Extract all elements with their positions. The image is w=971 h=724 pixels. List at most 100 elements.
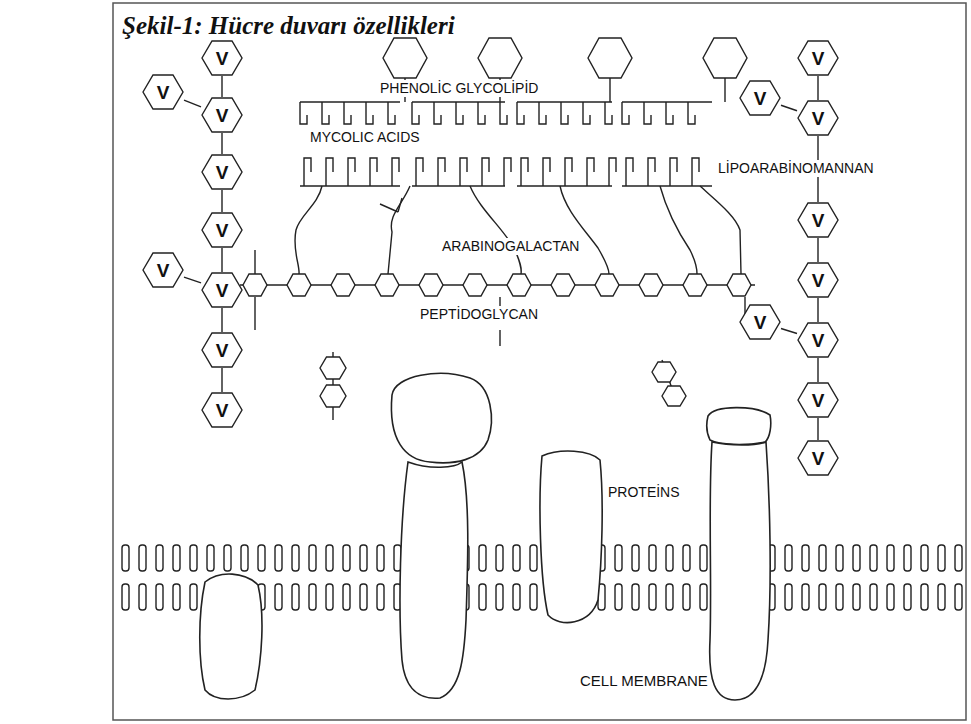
- lipid-head: [326, 545, 333, 571]
- glycosidic-link: [817, 238, 818, 262]
- glycan-ring: [243, 274, 267, 296]
- glycan-strand: [240, 284, 755, 285]
- glycosidic-link: [221, 190, 222, 212]
- arabinogalactan-strand: [388, 186, 410, 274]
- glycosidic-link: [817, 418, 818, 440]
- protein: [710, 442, 771, 700]
- lipid-head: [819, 584, 826, 610]
- sugar-ring: [478, 38, 522, 78]
- lipid-chain: [322, 102, 329, 124]
- lipid-chain: [622, 102, 629, 124]
- protein: [540, 451, 602, 622]
- sugar-hexagon: V: [201, 97, 243, 133]
- stem: [724, 78, 725, 102]
- part-name: ARABINOGALACTAN: [440, 238, 581, 255]
- glycan-ring: [551, 274, 575, 296]
- glycan-ring: [727, 274, 751, 296]
- part-name: PEPTİDOGLYCAN: [418, 306, 540, 323]
- hexagon-shape: [202, 155, 242, 189]
- sugar-hexagon: V: [797, 382, 839, 418]
- sugar-hexagon: V: [201, 272, 243, 308]
- glycosidic-link: [781, 329, 797, 334]
- sugar-ring: [383, 38, 427, 78]
- glycosidic-link: [817, 358, 818, 382]
- sugar-letter: V: [797, 322, 839, 358]
- lipid-chain: [300, 102, 307, 124]
- sugar-letter: V: [201, 392, 243, 428]
- sugar-hexagon: V: [739, 80, 781, 116]
- lipid-backbone: [622, 185, 712, 186]
- lipid-head: [938, 545, 945, 571]
- sugar-hexagon: V: [797, 40, 839, 76]
- lipid-head: [632, 584, 639, 610]
- lipid-chain: [370, 158, 377, 186]
- sugar-letter: V: [797, 262, 839, 298]
- lipid-head: [275, 545, 282, 571]
- lipid-chain: [648, 158, 655, 186]
- lipid-head: [258, 545, 265, 571]
- hexagon-shape: [798, 41, 838, 75]
- lipid-backbone: [300, 101, 400, 102]
- lipid-chain: [326, 158, 333, 186]
- glycosidic-link: [781, 105, 797, 111]
- lipid-chain: [587, 158, 594, 186]
- sugar-ring: [320, 385, 346, 407]
- sugar-hexagon: V: [797, 440, 839, 476]
- lipid-chain: [517, 102, 524, 124]
- lipid-head: [955, 545, 962, 571]
- sugar-letter: V: [142, 252, 184, 288]
- protein: [200, 574, 262, 699]
- sugar-hexagon: V: [797, 322, 839, 358]
- hexagon-shape: [798, 263, 838, 297]
- figure-frame: [113, 3, 966, 720]
- sugar-letter: V: [797, 202, 839, 238]
- lipid-chain: [688, 102, 695, 124]
- arabinogalactan-strand: [660, 186, 697, 274]
- lipid-head: [241, 545, 248, 571]
- sugar-letter: V: [201, 272, 243, 308]
- hexagon-shape: [202, 213, 242, 247]
- lipid-head: [156, 545, 163, 571]
- lipid-head: [496, 545, 503, 571]
- lipid-chain: [539, 102, 546, 124]
- sugar-letter: V: [142, 74, 184, 110]
- lipid-head: [479, 545, 486, 571]
- sugar-letter: V: [201, 332, 243, 368]
- lipid-head: [122, 545, 129, 571]
- peptide-bridge: [254, 297, 255, 330]
- glycan-ring: [331, 274, 355, 296]
- hexagon-shape: [143, 253, 183, 287]
- glycan-ring: [683, 274, 707, 296]
- lipid-head: [479, 584, 486, 610]
- lipid-chain: [438, 158, 445, 186]
- lipid-head: [530, 584, 537, 610]
- sugar-hexagon: V: [797, 262, 839, 298]
- lipid-head: [496, 584, 503, 610]
- glycosidic-link: [817, 76, 818, 100]
- glycosidic-link: [221, 368, 222, 392]
- lipid-head: [666, 584, 673, 610]
- peptide-bridge: [499, 330, 500, 346]
- sugar-hexagon: V: [201, 212, 243, 248]
- glycosidic-link: [184, 100, 201, 107]
- lipid-head: [904, 584, 911, 610]
- hexagon-shape: [740, 81, 780, 115]
- peptide-bridge: [254, 250, 255, 274]
- lipid-chain: [416, 158, 423, 186]
- lipid-head: [904, 545, 911, 571]
- hexagon-shape: [798, 203, 838, 237]
- lipid-head: [955, 584, 962, 610]
- sugar-ring: [320, 357, 346, 379]
- lipid-head: [802, 545, 809, 571]
- lipid-chain: [304, 158, 311, 186]
- lipid-head: [649, 584, 656, 610]
- arabinogalactan-strand: [295, 186, 322, 274]
- glycan-ring: [287, 274, 311, 296]
- lipid-backbone: [300, 185, 400, 186]
- lipid-head: [683, 545, 690, 571]
- sugar-ring: [652, 362, 676, 382]
- figure-title: Şekil-1: Hücre duvarı özellikleri: [122, 12, 455, 40]
- lipid-chain: [478, 102, 485, 124]
- lipid-chain: [670, 158, 677, 186]
- lipid-head: [887, 545, 894, 571]
